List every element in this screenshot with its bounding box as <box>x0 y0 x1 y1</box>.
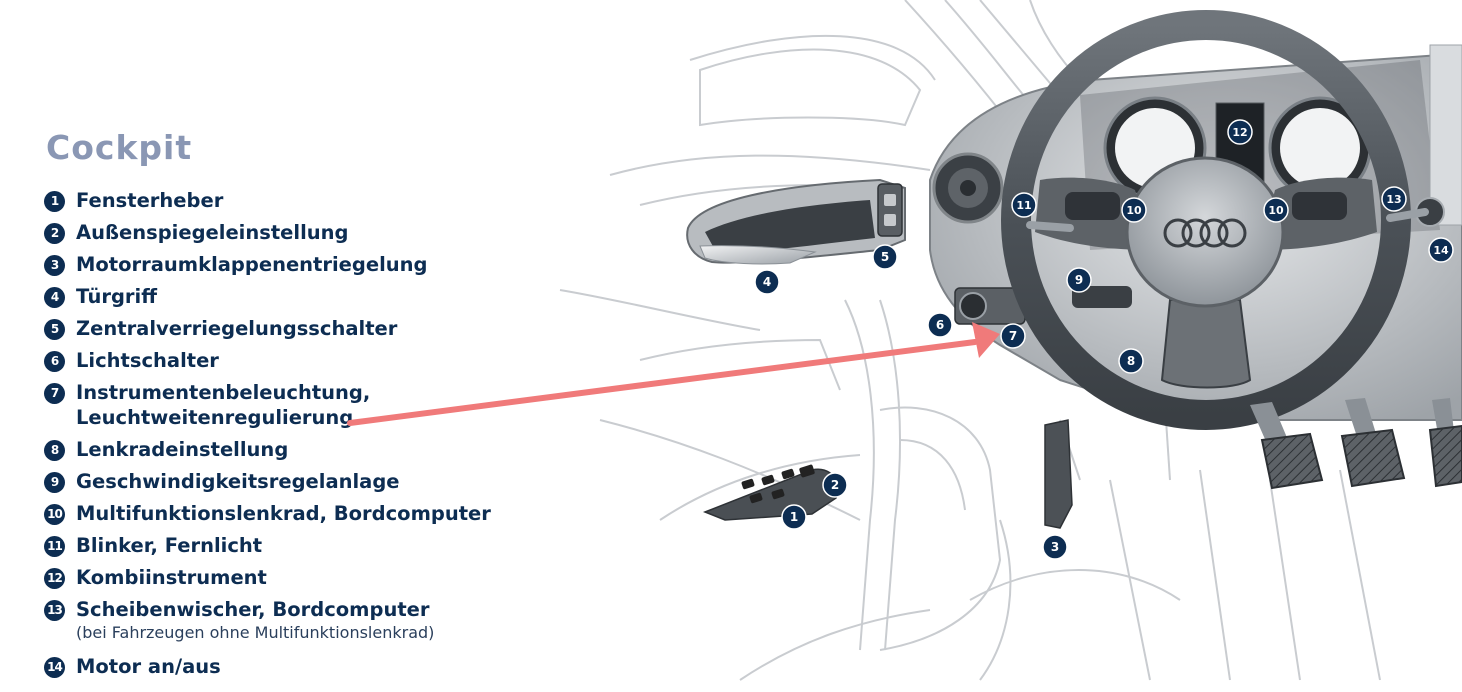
page-title: Cockpit <box>46 128 193 167</box>
callout-12: 12 <box>1227 119 1253 145</box>
legend-label: Türgriff <box>76 285 157 308</box>
legend-item-13: 13 Scheibenwischer, Bordcomputer (bei Fahr… <box>44 597 584 654</box>
legend-label-line2: Leuchtweitenregulierung <box>76 406 354 429</box>
legend-item-9: 9 Geschwindigkeitsregelanlage <box>44 469 584 501</box>
legend-label: Blinker, Fernlicht <box>76 534 263 557</box>
callout-4-label: 4 <box>763 275 771 289</box>
callout-10-right-label: 10 <box>1268 204 1284 217</box>
callout-3-label: 3 <box>1051 540 1059 554</box>
legend-marker: 5 <box>44 319 65 340</box>
legend-label: Fensterheber <box>76 189 224 212</box>
legend-label: Multifunktionslenkrad, Bordcomputer <box>76 502 491 525</box>
legend-label: Kombiinstrument <box>76 566 267 589</box>
callout-11-label: 11 <box>1016 199 1031 212</box>
legend-item-5: 5 Zentralverriegelungsschalter <box>44 316 584 348</box>
callout-1-label: 1 <box>790 510 798 524</box>
callout-2: 2 <box>822 472 848 498</box>
legend-marker: 13 <box>44 600 65 621</box>
callout-2-label: 2 <box>831 478 839 492</box>
pedals <box>1250 398 1462 490</box>
legend-marker: 1 <box>44 191 65 212</box>
legend-item-14: 14 Motor an/aus <box>44 654 584 686</box>
legend-marker: 12 <box>44 568 65 589</box>
callout-13: 13 <box>1381 186 1407 212</box>
legend-label: Geschwindigkeitsregelanlage <box>76 470 400 493</box>
callout-7-label: 7 <box>1009 329 1017 343</box>
legend-label: Instrumentenbeleuchtung, <box>76 381 371 404</box>
legend-label: Scheibenwischer, Bordcomputer <box>76 598 430 621</box>
legend-marker: 6 <box>44 351 65 372</box>
callout-7: 7 <box>1000 323 1026 349</box>
callout-1: 1 <box>781 504 807 530</box>
legend-marker: 11 <box>44 536 65 557</box>
callout-8: 8 <box>1118 348 1144 374</box>
steering-wheel <box>1001 10 1429 430</box>
legend-marker: 3 <box>44 255 65 276</box>
legend-list: 1 Fensterheber 2 Außenspiegeleinstellung 3… <box>44 188 584 686</box>
legend-label: Außenspiegeleinstellung <box>76 221 349 244</box>
legend-marker: 4 <box>44 287 65 308</box>
legend-label: Lenkradeinstellung <box>76 438 289 461</box>
pointer-arrow <box>347 322 1000 426</box>
legend-item-11: 11 Blinker, Fernlicht <box>44 533 584 565</box>
legend-marker: 9 <box>44 472 65 493</box>
legend-item-8: 8 Lenkradeinstellung <box>44 437 584 469</box>
legend-marker: 2 <box>44 223 65 244</box>
callout-4: 4 <box>754 269 780 295</box>
callout-3: 3 <box>1042 534 1068 560</box>
legend-item-2: 2 Außenspiegeleinstellung <box>44 220 584 252</box>
legend-item-10: 10 Multifunktionslenkrad, Bordcomputer <box>44 501 584 533</box>
legend-label: Motor an/aus <box>76 655 221 678</box>
legend-label: Zentralverriegelungsschalter <box>76 317 398 340</box>
legend-marker: 14 <box>44 657 65 678</box>
legend-item-12: 12 Kombiinstrument <box>44 565 584 597</box>
door-panel <box>702 464 839 521</box>
hood-release <box>1044 419 1073 529</box>
legend-item-3: 3 Motorraumklappenentriegelung <box>44 252 584 284</box>
callout-10-left: 10 <box>1121 197 1147 223</box>
legend-item-1: 1 Fensterheber <box>44 188 584 220</box>
callout-8-label: 8 <box>1127 354 1135 368</box>
legend-note: (bei Fahrzeugen ohne Multifunktionslenkr… <box>76 623 435 642</box>
legend-label: Motorraumklappenentriegelung <box>76 253 428 276</box>
callout-markers: 1 2 3 4 5 6 7 8 9 10 10 11 12 13 14 <box>754 119 1454 560</box>
callout-13-label: 13 <box>1386 193 1401 206</box>
callout-9: 9 <box>1066 267 1092 293</box>
legend-marker: 7 <box>44 383 65 404</box>
callout-11: 11 <box>1011 192 1037 218</box>
callout-14: 14 <box>1428 237 1454 263</box>
legend-label: Lichtschalter <box>76 349 219 372</box>
callout-9-label: 9 <box>1075 273 1083 287</box>
legend-item-7: 7 Instrumentenbeleuchtung,Leuchtweitenreg… <box>44 380 584 437</box>
legend-item-4: 4 Türgriff <box>44 284 584 316</box>
door-handle <box>686 178 906 265</box>
callout-10-left-label: 10 <box>1126 204 1142 217</box>
callout-14-label: 14 <box>1433 244 1449 257</box>
callout-10-right: 10 <box>1263 197 1289 223</box>
legend-marker: 10 <box>44 504 65 525</box>
legend-item-6: 6 Lichtschalter <box>44 348 584 380</box>
callout-5: 5 <box>872 244 898 270</box>
legend-marker: 8 <box>44 440 65 461</box>
callout-6: 6 <box>927 312 953 338</box>
callout-6-label: 6 <box>936 318 944 332</box>
callout-5-label: 5 <box>881 250 889 264</box>
callout-12-label: 12 <box>1232 126 1247 139</box>
